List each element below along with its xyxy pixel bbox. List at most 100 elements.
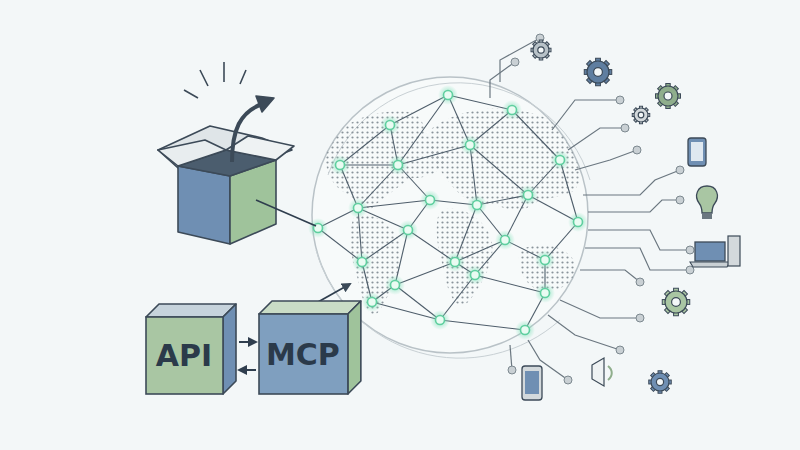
wire	[560, 300, 640, 318]
node-glow	[568, 212, 588, 232]
network-link	[358, 200, 430, 208]
network-link	[470, 145, 528, 195]
node-glow	[420, 190, 440, 210]
network-link	[475, 275, 545, 293]
node-glow	[495, 230, 515, 250]
network-node	[466, 141, 475, 150]
network-node	[368, 298, 377, 307]
open-box	[158, 62, 294, 244]
network-node	[508, 106, 517, 115]
node-glow	[535, 283, 555, 303]
wire-end	[511, 58, 519, 66]
node-glow	[430, 310, 450, 330]
wire-end	[676, 196, 684, 204]
wire-end	[616, 346, 624, 354]
network-link	[372, 302, 440, 320]
wire-end	[564, 376, 572, 384]
gear-icon	[584, 58, 612, 86]
speaker-icon	[592, 358, 604, 386]
network-node	[473, 201, 482, 210]
node-glow	[362, 292, 382, 312]
node-glow	[550, 150, 570, 170]
network-node	[394, 161, 403, 170]
network-node	[556, 156, 565, 165]
wire-end	[616, 96, 624, 104]
node-glow	[515, 320, 535, 340]
cube-node: MCP	[258, 300, 362, 395]
node-glow	[380, 115, 400, 135]
bulb-icon	[697, 186, 718, 213]
network-node	[451, 258, 460, 267]
wire	[500, 38, 540, 82]
network-node	[404, 226, 413, 235]
node-glow	[460, 135, 480, 155]
network-node	[471, 271, 480, 280]
node-glow	[348, 198, 368, 218]
phone-icon	[688, 138, 706, 166]
gear-icon	[662, 288, 690, 316]
wire-end	[621, 124, 629, 132]
network-node	[354, 204, 363, 213]
wire	[588, 200, 680, 212]
cube-label: API	[156, 341, 212, 371]
node-glow	[465, 265, 485, 285]
device-links	[490, 34, 740, 400]
phone-icon	[522, 366, 542, 400]
wire	[588, 230, 690, 250]
network-node	[541, 256, 550, 265]
wire-end	[686, 246, 694, 254]
wire	[552, 100, 620, 130]
node-glow	[467, 195, 487, 215]
network-node	[521, 326, 530, 335]
network-node	[574, 218, 583, 227]
sound-wave	[608, 366, 612, 380]
node-glow	[445, 252, 465, 272]
wire-end	[633, 146, 641, 154]
node-glow	[308, 218, 328, 238]
node-glow	[502, 100, 522, 120]
network-node	[391, 281, 400, 290]
network-node	[524, 191, 533, 200]
wire	[583, 170, 680, 195]
node-glow	[388, 155, 408, 175]
gear-icon	[649, 371, 672, 394]
leader-line	[256, 200, 316, 226]
wire	[548, 315, 620, 350]
tower-icon	[728, 236, 740, 266]
node-glow	[352, 252, 372, 272]
phone-screen	[691, 142, 703, 161]
node-glow	[535, 250, 555, 270]
node-glow	[398, 220, 418, 240]
gear-icon	[656, 84, 681, 109]
wire-end	[636, 314, 644, 322]
wire	[580, 270, 640, 282]
gear-icon	[531, 40, 551, 60]
bulb-base	[702, 214, 712, 219]
network-node	[426, 196, 435, 205]
world-map	[325, 109, 582, 315]
wire	[575, 150, 637, 170]
network-link	[398, 145, 470, 165]
wire	[585, 248, 690, 270]
network-node	[358, 258, 367, 267]
wire-end	[508, 366, 516, 374]
wire-end	[636, 278, 644, 286]
laptop-base	[690, 262, 730, 267]
network-node	[386, 121, 395, 130]
node-glow	[438, 85, 458, 105]
network-link	[398, 95, 448, 165]
network-node	[444, 91, 453, 100]
network-node	[541, 289, 550, 298]
node-glow	[385, 275, 405, 295]
wire	[568, 128, 625, 150]
network-link	[512, 110, 560, 160]
node-glow	[518, 185, 538, 205]
network-link	[440, 320, 525, 330]
phone-screen	[525, 371, 539, 394]
leader-arrow	[318, 284, 350, 302]
network-node	[336, 161, 345, 170]
bidirectional-arrow	[239, 369, 256, 371]
gear-icon	[632, 106, 650, 124]
